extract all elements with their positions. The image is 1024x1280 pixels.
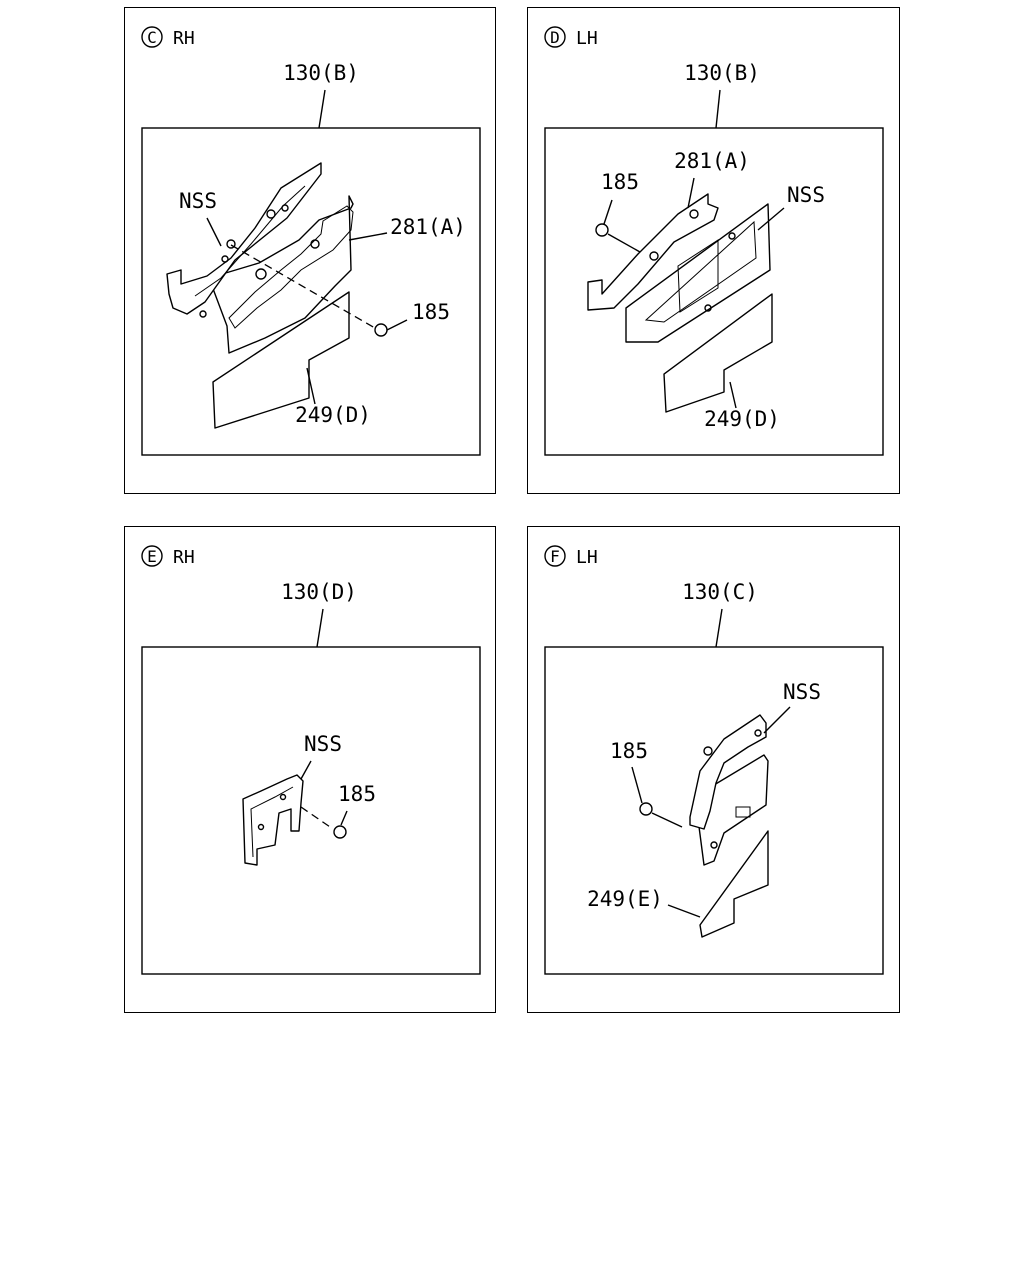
circle-letter-e bbox=[141, 545, 163, 567]
panel-d-nss-window bbox=[677, 239, 719, 313]
panel-c-bracket-crease bbox=[194, 185, 306, 297]
panel-f-hole bbox=[703, 746, 713, 756]
panel-c-hole bbox=[281, 204, 289, 212]
panel-d-hole bbox=[689, 209, 699, 219]
panel-e-hole bbox=[279, 793, 287, 801]
panel-c-bolt-axis bbox=[230, 244, 376, 329]
panel-f-label-nss: NSS bbox=[783, 680, 821, 704]
diagram-panel-f: F LH 130(C) NSS 185 249(E) bbox=[527, 526, 900, 1013]
panel-d-detail-box bbox=[544, 127, 884, 456]
panel-e-hole bbox=[257, 823, 265, 831]
panel-c-leader-281 bbox=[348, 232, 388, 241]
panel-c-ref-label: 130(B) bbox=[283, 61, 359, 85]
circle-letter-f bbox=[544, 545, 566, 567]
panel-f-letter: F bbox=[550, 547, 560, 566]
panel-f-label-185: 185 bbox=[610, 739, 648, 763]
panel-e-label-185: 185 bbox=[338, 782, 376, 806]
diagram-panel-e: E RH 130(D) NSS 185 bbox=[124, 526, 496, 1013]
panel-c-detail-box bbox=[141, 127, 481, 456]
panel-f-leader-185 bbox=[631, 766, 643, 804]
panel-f-hole bbox=[754, 729, 762, 737]
panel-d-label-nss: NSS bbox=[787, 183, 825, 207]
panel-e-ref-leader bbox=[316, 608, 324, 648]
panel-f-body-detail bbox=[735, 806, 751, 818]
panel-d-ref-leader bbox=[715, 89, 721, 129]
panel-c-leader-249 bbox=[306, 367, 316, 405]
panel-d-leader-185 bbox=[603, 199, 613, 225]
panel-d-label-185: 185 bbox=[601, 170, 639, 194]
panel-c-side: RH bbox=[173, 28, 195, 49]
panel-e-bolt-axis bbox=[300, 806, 334, 830]
panel-d-drawing: D LH 130(B) 281(A) 185 NSS 249(D) bbox=[544, 26, 884, 456]
circle-letter-d bbox=[544, 26, 566, 48]
panel-e-bolt-185 bbox=[333, 825, 347, 839]
panel-c-leader-nss bbox=[206, 217, 222, 247]
panel-c-label-281: 281(A) bbox=[390, 215, 466, 239]
panel-c-hole bbox=[310, 239, 320, 249]
panel-e-letter: E bbox=[147, 547, 157, 566]
panel-c-hole bbox=[266, 209, 276, 219]
panel-c-drawing: C RH 130(B) NSS 281(A) 185 249(D) bbox=[141, 26, 481, 456]
panel-e-drawing: E RH 130(D) NSS 185 bbox=[141, 545, 481, 975]
panel-f-side: LH bbox=[576, 547, 598, 568]
panel-d-hole bbox=[704, 304, 712, 312]
panel-e-leader-nss bbox=[300, 760, 312, 780]
panel-f-bolt-185 bbox=[639, 802, 653, 816]
panel-f-bolt-axis bbox=[651, 812, 683, 828]
panel-e-detail-box bbox=[141, 646, 481, 975]
panel-d-leader-249 bbox=[729, 381, 737, 409]
panel-e-bracket-crease bbox=[250, 786, 294, 858]
panel-f-leader-249 bbox=[667, 904, 701, 918]
panel-c-part-281-inner bbox=[228, 205, 354, 329]
panel-c-ref-leader bbox=[318, 89, 326, 129]
panel-d-bolt-185 bbox=[595, 223, 609, 237]
panel-e-leader-185 bbox=[340, 810, 348, 826]
diagram-panel-c: C RH 130(B) NSS 281(A) 185 249(D) bbox=[124, 7, 496, 494]
panel-c-letter: C bbox=[147, 28, 157, 47]
panel-d-hole bbox=[728, 232, 736, 240]
panel-c-leader-185 bbox=[386, 319, 408, 331]
panel-d-leader-281 bbox=[687, 177, 695, 209]
panel-c-hole bbox=[226, 239, 236, 249]
panel-c-label-185: 185 bbox=[412, 300, 450, 324]
panel-f-ref-label: 130(C) bbox=[682, 580, 758, 604]
panel-f-ref-leader bbox=[715, 608, 723, 648]
panel-f-leader-nss bbox=[763, 706, 791, 734]
panel-c-bolt-185 bbox=[374, 323, 388, 337]
panel-c-hole bbox=[199, 310, 207, 318]
panel-e-label-nss: NSS bbox=[304, 732, 342, 756]
panel-c-hole bbox=[255, 268, 267, 280]
panel-c-label-nss: NSS bbox=[179, 189, 217, 213]
panel-d-leader-nss bbox=[757, 207, 785, 231]
panel-d-hole bbox=[649, 251, 659, 261]
panel-f-hole bbox=[710, 841, 718, 849]
panel-f-drawing: F LH 130(C) NSS 185 249(E) bbox=[544, 545, 884, 975]
diagram-panel-d: D LH 130(B) 281(A) 185 NSS 249(D) bbox=[527, 7, 900, 494]
panel-c-part-249 bbox=[212, 291, 350, 429]
panel-d-letter: D bbox=[550, 28, 560, 47]
panel-d-label-281: 281(A) bbox=[674, 149, 750, 173]
panel-e-part-nss bbox=[242, 774, 304, 866]
panel-c-label-249: 249(D) bbox=[295, 403, 371, 427]
panel-d-part-249 bbox=[663, 293, 773, 413]
panel-c-part-nss bbox=[166, 162, 322, 315]
panel-e-side: RH bbox=[173, 547, 195, 568]
panel-d-side: LH bbox=[576, 28, 598, 49]
panel-f-detail-box bbox=[544, 646, 884, 975]
circle-letter-c bbox=[141, 26, 163, 48]
panel-d-label-249: 249(D) bbox=[704, 407, 780, 431]
panel-f-part-249 bbox=[699, 830, 769, 938]
panel-f-label-249: 249(E) bbox=[587, 887, 663, 911]
panel-c-hole bbox=[221, 255, 229, 263]
panel-f-body-panel bbox=[697, 754, 769, 866]
panel-f-part-nss bbox=[689, 714, 767, 830]
panel-e-ref-label: 130(D) bbox=[281, 580, 357, 604]
panel-d-bolt-axis bbox=[607, 233, 641, 253]
panel-d-ref-label: 130(B) bbox=[684, 61, 760, 85]
